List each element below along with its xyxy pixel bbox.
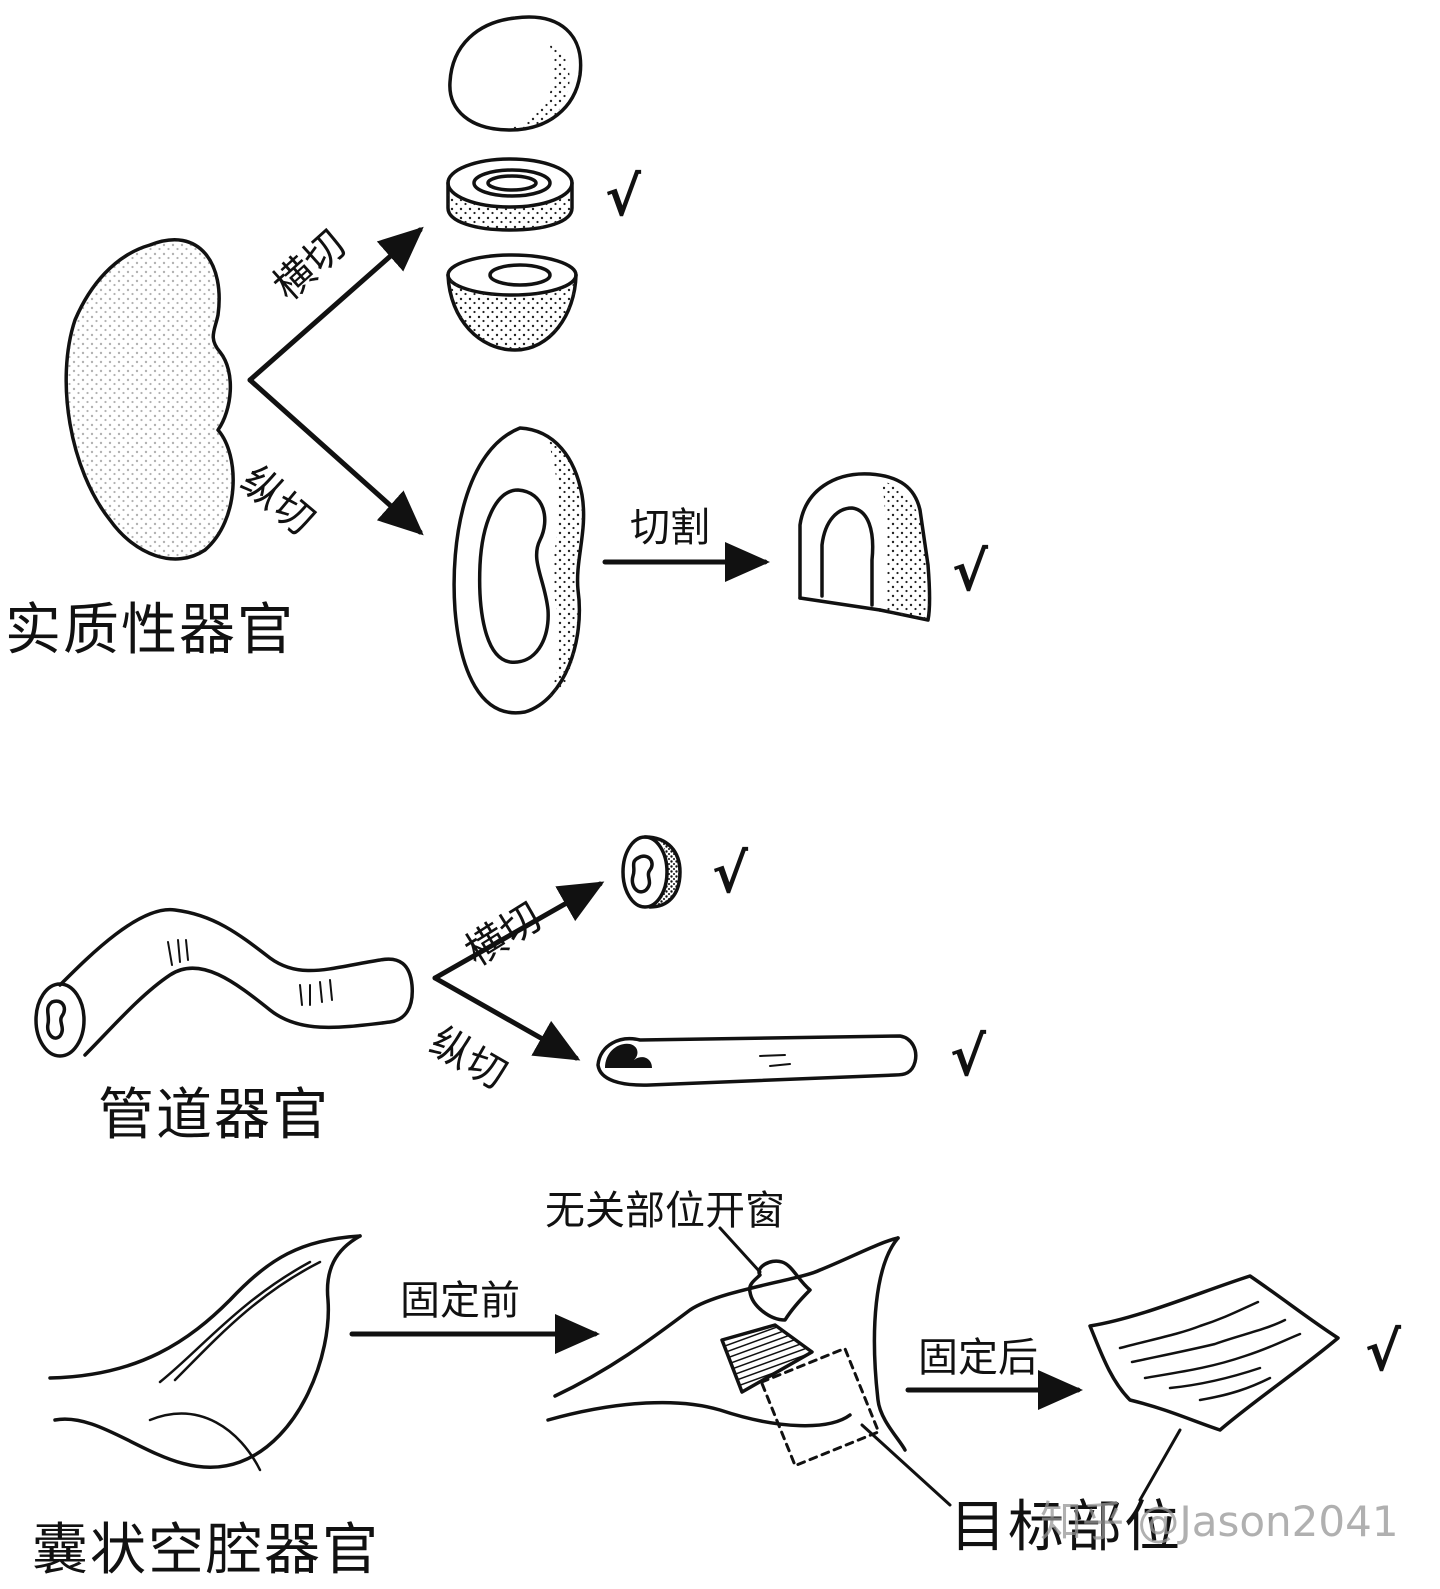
middle-ring-slice bbox=[446, 157, 574, 232]
sac-organ-before bbox=[48, 1234, 362, 1472]
label-after-fix: 固定后 bbox=[918, 1335, 1038, 1381]
title-tubular-organ: 管道器官 bbox=[98, 1083, 330, 1148]
cut-wedge-slice bbox=[798, 472, 932, 622]
arrow-transverse-solid bbox=[247, 226, 424, 383]
window-flap bbox=[747, 1259, 812, 1322]
tube-organ bbox=[34, 908, 414, 1058]
label-window: 无关部位开窗 bbox=[545, 1188, 785, 1234]
sac-organ-opened bbox=[546, 1226, 952, 1507]
arrow-transverse-tube bbox=[432, 881, 605, 981]
tube-longitudinal-section bbox=[596, 1034, 918, 1087]
arrow-longitudinal-tube bbox=[432, 975, 581, 1061]
check-transverse-solid: √ bbox=[605, 165, 642, 228]
label-target: 目标部位 bbox=[950, 1495, 1182, 1560]
label-before-fix: 固定前 bbox=[400, 1278, 520, 1324]
kidney-organ bbox=[64, 238, 235, 561]
label-cut: 切割 bbox=[630, 505, 710, 551]
check-longitudinal-tube: √ bbox=[950, 1025, 987, 1088]
arrow-longitudinal-solid bbox=[247, 377, 424, 536]
cap-slice-top bbox=[448, 15, 583, 132]
title-cystic-organ: 囊状空腔器官 bbox=[32, 1518, 380, 1583]
check-final: √ bbox=[1365, 1320, 1402, 1383]
check-cut-solid: √ bbox=[952, 540, 989, 603]
title-solid-organ: 实质性器官 bbox=[5, 598, 295, 663]
check-transverse-tube: √ bbox=[712, 842, 749, 905]
fixed-tissue-sheet bbox=[1088, 1274, 1340, 1502]
watermark: 知乎 @Jason2041 bbox=[1040, 1497, 1399, 1546]
tube-cross-section bbox=[621, 835, 682, 909]
longitudinal-half-kidney bbox=[452, 426, 586, 715]
target-region-box bbox=[759, 1346, 881, 1468]
bottom-half-slice bbox=[446, 253, 578, 352]
